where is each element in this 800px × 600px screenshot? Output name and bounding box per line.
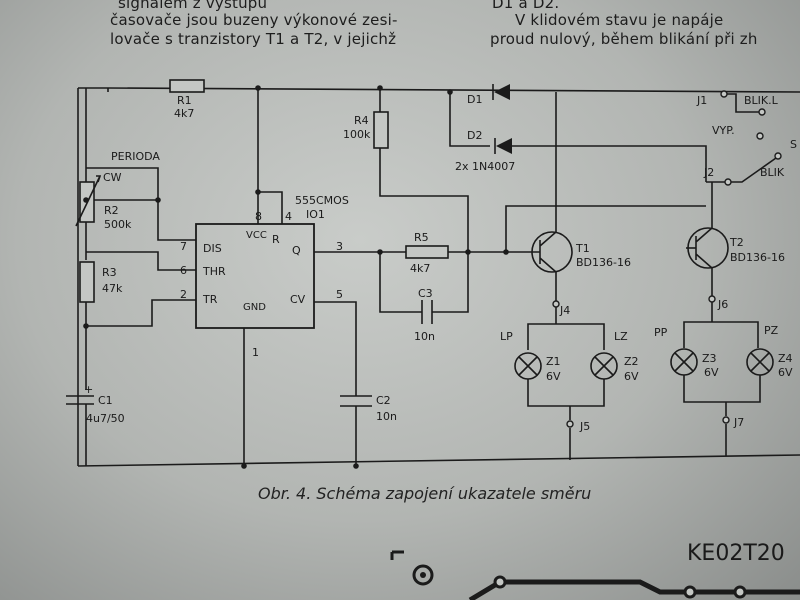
r4-value: 100k bbox=[343, 128, 371, 141]
pin5-label: 5 bbox=[336, 288, 343, 301]
z1-name: Z1 bbox=[546, 355, 561, 368]
t1-value: BD136-16 bbox=[576, 256, 631, 269]
c1-name: C1 bbox=[98, 394, 113, 407]
body-text-line0b: D1 a D2. bbox=[492, 0, 560, 12]
pin1-label: 1 bbox=[252, 346, 259, 359]
ic-pin-tr: TR bbox=[202, 293, 218, 306]
j5-label: J5 bbox=[579, 420, 590, 433]
ic-pin-thr: THR bbox=[202, 265, 226, 278]
pin2-label: 2 bbox=[180, 288, 187, 301]
body-text-line2b: proud nulový, během blikání při zh bbox=[490, 30, 758, 48]
lz-label: LZ bbox=[614, 330, 628, 343]
r4-resistor bbox=[373, 111, 389, 149]
j4-label: J4 bbox=[559, 304, 570, 317]
z3-value: 6V bbox=[704, 366, 719, 379]
r3-name: R3 bbox=[102, 266, 117, 279]
r1-resistor bbox=[169, 79, 205, 93]
ic-pin-q: Q bbox=[292, 244, 301, 257]
body-text-line1: časovače jsou buzeny výkonové zesi- bbox=[110, 11, 398, 29]
t2-value: BD136-16 bbox=[730, 251, 785, 264]
c2-capacitor bbox=[340, 395, 372, 407]
r2-wiper-wire bbox=[86, 167, 159, 201]
r1-name: R1 bbox=[177, 94, 192, 107]
r3-resistor bbox=[79, 261, 95, 303]
body-text-line0: signálem z výstupu bbox=[118, 0, 268, 12]
ic-pin-vcc: VCC bbox=[246, 230, 267, 241]
diodes-label: 2x 1N4007 bbox=[455, 160, 515, 173]
d2-label: D2 bbox=[467, 129, 482, 142]
body-text-line2: lovače s tranzistory T1 a T2, v jejichž bbox=[110, 30, 397, 48]
blik-p-label: BLIK bbox=[760, 166, 785, 179]
d2-diode bbox=[496, 138, 512, 154]
c2-name: C2 bbox=[376, 394, 391, 407]
c1-plus: + bbox=[84, 383, 93, 396]
pin3-label: 3 bbox=[336, 240, 343, 253]
z4-name: Z4 bbox=[778, 352, 793, 365]
body-text-line1b: V klidovém stavu je napáje bbox=[515, 11, 724, 29]
pin4-label: 4 bbox=[285, 210, 292, 223]
r5-value: 4k7 bbox=[410, 262, 430, 275]
pin6-label: 6 bbox=[180, 264, 187, 277]
r2-name: R2 bbox=[104, 204, 119, 217]
ic-name-label: IO1 bbox=[306, 208, 325, 221]
ic-555cmos bbox=[195, 223, 315, 329]
pin7-label: 7 bbox=[180, 240, 187, 253]
c1-capacitor bbox=[66, 395, 94, 405]
t1-name: T1 bbox=[575, 242, 590, 255]
r4-name: R4 bbox=[354, 114, 369, 127]
t1-transistor bbox=[531, 231, 573, 273]
r5-resistor bbox=[405, 245, 449, 259]
lp-label: LP bbox=[500, 330, 513, 343]
pcb-code-label: KE02T20 bbox=[687, 541, 785, 566]
c3-value: 10n bbox=[414, 330, 435, 343]
pp-label: PP bbox=[654, 326, 668, 339]
vyp-label: VYP. bbox=[712, 124, 735, 137]
j6-label: J6 bbox=[717, 298, 728, 311]
ic-pin-gnd: GND bbox=[243, 302, 266, 313]
ic-type-label: 555CMOS bbox=[295, 194, 349, 207]
s-label: S bbox=[790, 138, 797, 151]
d1-diode bbox=[494, 84, 510, 100]
j1-label: J1 bbox=[696, 94, 707, 107]
blik-l-label: BLIK.L bbox=[744, 94, 779, 107]
t2-name: T2 bbox=[729, 236, 744, 249]
ic-pin-dis: DIS bbox=[203, 242, 222, 255]
j2-label: J2 bbox=[703, 166, 714, 179]
perioda-label: PERIODA bbox=[111, 150, 160, 163]
r5-name: R5 bbox=[414, 231, 429, 244]
ic-pin-r: R bbox=[272, 233, 280, 246]
r1-value: 4k7 bbox=[174, 107, 194, 120]
z1-value: 6V bbox=[546, 370, 561, 383]
d1-label: D1 bbox=[467, 93, 482, 106]
c1-value: 4u7/50 bbox=[86, 412, 125, 425]
r3-value: 47k bbox=[102, 282, 123, 295]
z2-value: 6V bbox=[624, 370, 639, 383]
r2-value: 500k bbox=[104, 218, 132, 231]
ic-pin-cv: CV bbox=[290, 293, 306, 306]
c3-capacitor bbox=[421, 300, 433, 324]
figure-caption: Obr. 4. Schéma zapojení ukazatele směru bbox=[258, 484, 592, 503]
pcb-pad-icon bbox=[412, 564, 434, 586]
j7-label: J7 bbox=[733, 416, 744, 429]
cw-label: CW bbox=[103, 171, 122, 184]
c3-name: C3 bbox=[418, 287, 433, 300]
z4-value: 6V bbox=[778, 366, 793, 379]
z2-name: Z2 bbox=[624, 355, 639, 368]
z3-name: Z3 bbox=[702, 352, 717, 365]
c2-value: 10n bbox=[376, 410, 397, 423]
pcb-trace bbox=[468, 579, 800, 600]
ground-rail-wire bbox=[77, 454, 800, 467]
top-rail-wire bbox=[107, 87, 800, 93]
pz-label: PZ bbox=[764, 324, 779, 337]
